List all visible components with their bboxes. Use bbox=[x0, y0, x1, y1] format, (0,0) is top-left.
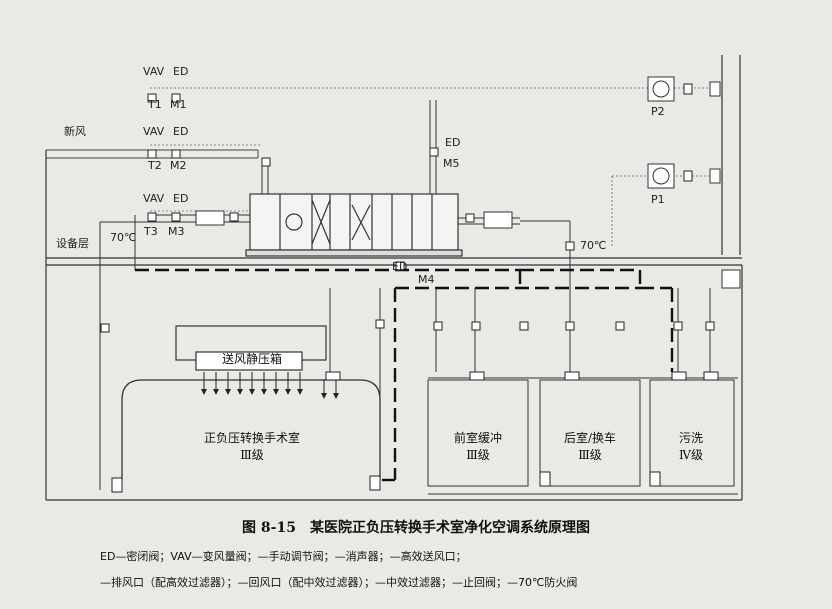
ed-label-2: ED bbox=[173, 125, 189, 138]
p2-label: P2 bbox=[651, 105, 665, 118]
vav-label-1: VAV bbox=[143, 65, 165, 78]
t3-label: T3 bbox=[144, 225, 158, 238]
or-room-outline bbox=[121, 379, 381, 480]
temp-label-left: 70℃ bbox=[110, 231, 137, 244]
room-wash-level: Ⅳ级 bbox=[679, 448, 703, 462]
room-back-name: 后室/换车 bbox=[563, 431, 617, 445]
vav-label-3: VAV bbox=[143, 192, 165, 205]
supply-arrows bbox=[201, 372, 339, 399]
building-frame bbox=[45, 55, 743, 501]
room-wash: 污洗 Ⅳ级 bbox=[656, 430, 726, 464]
valves bbox=[100, 83, 715, 333]
p1-label: P1 bbox=[651, 193, 665, 206]
ed-label-1: ED bbox=[173, 65, 189, 78]
air-handling-unit bbox=[245, 193, 463, 257]
supply-branches bbox=[329, 288, 711, 480]
room-or-level: Ⅲ级 bbox=[240, 448, 264, 462]
figure-caption: 图 8-15 某医院正负压转换手术室净化空调系统原理图 bbox=[242, 520, 590, 536]
t1-label: T1 bbox=[148, 98, 162, 111]
m4-label: M4 bbox=[418, 273, 435, 286]
m1-label: M1 bbox=[170, 98, 187, 111]
room-back-level: Ⅲ级 bbox=[578, 448, 602, 462]
room-anteroom-level: Ⅲ级 bbox=[466, 448, 490, 462]
room-anteroom: 前室缓冲 Ⅲ级 bbox=[436, 430, 520, 464]
exhaust-fan bbox=[647, 76, 741, 289]
supply-plenum bbox=[175, 325, 327, 371]
room-anteroom-name: 前室缓冲 bbox=[453, 431, 502, 445]
t2-label: T2 bbox=[148, 159, 162, 172]
air-outlets bbox=[111, 371, 719, 493]
equipment-floor-label: 设备层 bbox=[56, 237, 89, 250]
room-wash-name: 污洗 bbox=[678, 431, 703, 445]
m2-label: M2 bbox=[170, 159, 187, 172]
vav-label-2: VAV bbox=[143, 125, 165, 138]
floor-slab bbox=[46, 257, 742, 266]
plenum-label: 送风静压箱 bbox=[221, 352, 282, 366]
ed-label-m5: ED bbox=[445, 136, 461, 149]
room-or: 正负压转换手术室 Ⅲ级 bbox=[172, 430, 332, 464]
m3-label: M3 bbox=[168, 225, 185, 238]
ed-label-m4: ED bbox=[392, 260, 408, 273]
m5-label: M5 bbox=[443, 157, 460, 170]
legend-line-2: —排风口（配高效过滤器）；—回风口（配中效过滤器）；—中效过滤器；—止回阀；—7… bbox=[100, 576, 578, 589]
silencer bbox=[195, 210, 513, 229]
temp-label-right: 70℃ bbox=[580, 239, 607, 252]
legend-line-1: ED—密闭阀；VAV—变风量阀；—手动调节阀；—消声器；—高效送风口； bbox=[100, 550, 467, 563]
ed-label-3: ED bbox=[173, 192, 189, 205]
room-or-name: 正负压转换手术室 bbox=[203, 431, 300, 445]
fresh-air-label: 新风 bbox=[64, 125, 86, 138]
room-back: 后室/换车 Ⅲ级 bbox=[548, 430, 632, 464]
